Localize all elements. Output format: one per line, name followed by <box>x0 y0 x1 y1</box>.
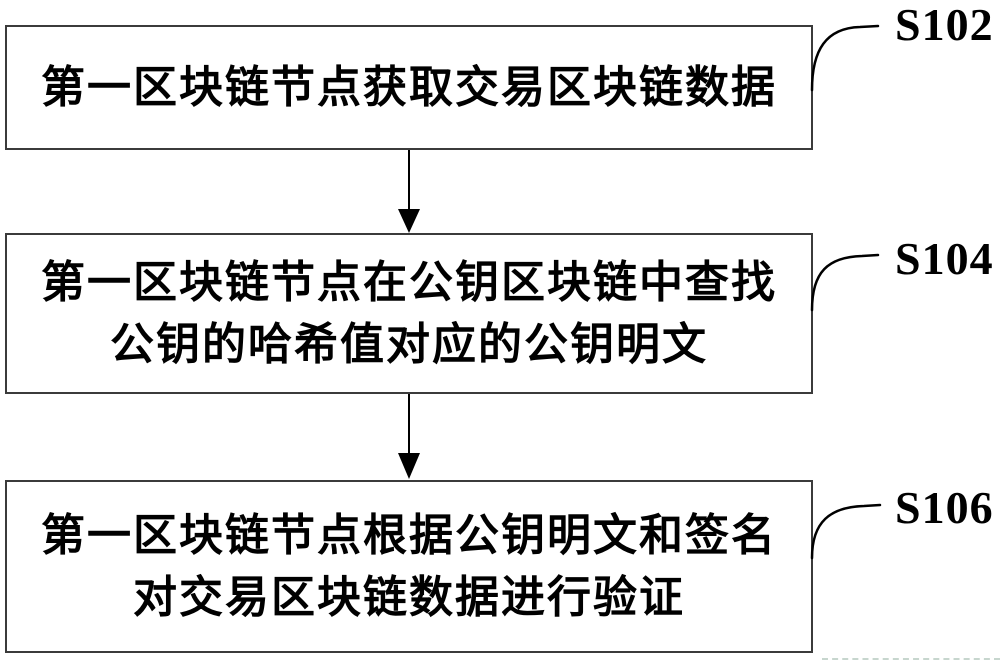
down-arrow-icon-2 <box>398 394 420 479</box>
step-label-s102: S102 <box>895 0 994 50</box>
leader-curve-s102 <box>810 24 880 92</box>
flow-step-3-text-line-2: 对交易区块链数据进行验证 <box>133 572 685 622</box>
page-edge-dashed-line <box>822 658 1000 660</box>
step-label-s104: S104 <box>895 233 994 284</box>
flow-step-1-text: 第一区块链节点获取交易区块链数据 <box>41 62 777 112</box>
step-label-s106: S106 <box>895 482 994 533</box>
down-arrow-icon-1 <box>398 150 420 233</box>
flow-step-box-3: 第一区块链节点根据公钥明文和签名 对交易区块链数据进行验证 <box>5 480 813 653</box>
flow-step-3-text-line-1: 第一区块链节点根据公钥明文和签名 <box>41 510 777 560</box>
leader-curve-s106 <box>810 503 882 560</box>
flow-step-box-2: 第一区块链节点在公钥区块链中查找 公钥的哈希值对应的公钥明文 <box>5 233 813 394</box>
flow-step-2-text-line-1: 第一区块链节点在公钥区块链中查找 <box>41 257 777 307</box>
flow-step-2-text-line-2: 公钥的哈希值对应的公钥明文 <box>110 319 708 369</box>
flow-step-box-1: 第一区块链节点获取交易区块链数据 <box>5 25 813 150</box>
leader-curve-s104 <box>810 253 880 312</box>
